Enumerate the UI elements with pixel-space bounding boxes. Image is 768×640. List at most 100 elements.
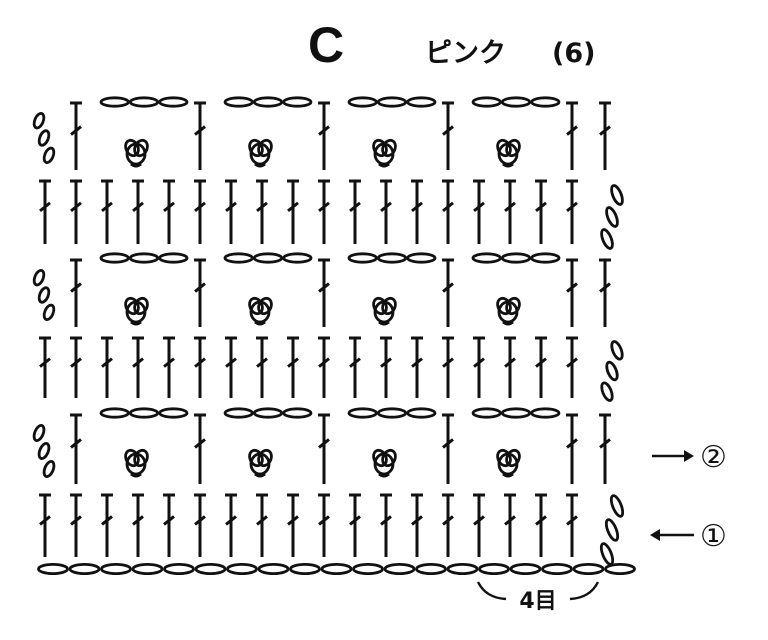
chain-stitch-symbol <box>471 252 561 264</box>
double-crochet-symbol <box>256 179 268 244</box>
chain-stitch-symbol <box>471 407 561 419</box>
double-crochet-symbol <box>287 179 299 244</box>
double-crochet-symbol <box>318 413 330 484</box>
popcorn-stitch-symbol <box>496 138 521 168</box>
chain-stitch-symbol <box>599 494 625 566</box>
double-crochet-symbol <box>132 336 144 398</box>
double-crochet-symbol <box>70 493 82 557</box>
chain-stitch-symbol <box>223 96 313 108</box>
double-crochet-symbol <box>163 493 175 557</box>
double-crochet-symbol <box>318 101 330 170</box>
double-crochet-symbol <box>318 258 330 327</box>
double-crochet-symbol <box>194 101 206 170</box>
row-marker-1: ① <box>650 519 727 554</box>
double-crochet-symbol <box>194 493 206 557</box>
chain-stitch-symbol <box>223 407 313 419</box>
stitch-grid <box>32 96 636 576</box>
double-crochet-symbol <box>535 493 547 557</box>
double-crochet-symbol <box>101 179 113 244</box>
double-crochet-symbol <box>163 179 175 244</box>
double-crochet-symbol <box>411 493 423 557</box>
double-crochet-symbol <box>70 336 82 398</box>
double-crochet-symbol <box>411 179 423 244</box>
row-number-label: ② <box>700 440 727 475</box>
popcorn-stitch-symbol <box>248 448 273 478</box>
double-crochet-symbol <box>70 101 82 170</box>
popcorn-stitch-symbol <box>372 296 397 326</box>
double-crochet-symbol <box>287 493 299 557</box>
double-crochet-symbol <box>101 336 113 398</box>
double-crochet-symbol <box>70 179 82 244</box>
popcorn-stitch-symbol <box>124 448 149 478</box>
double-crochet-symbol <box>380 336 392 398</box>
double-crochet-symbol <box>599 413 611 484</box>
popcorn-stitch-symbol <box>372 138 397 168</box>
chain-stitch-symbol <box>347 407 437 419</box>
double-crochet-symbol <box>380 493 392 557</box>
double-crochet-symbol <box>349 493 361 557</box>
double-crochet-symbol <box>163 336 175 398</box>
double-crochet-symbol <box>442 336 454 398</box>
chain-stitch-symbol <box>223 252 313 264</box>
popcorn-stitch-symbol <box>124 296 149 326</box>
double-crochet-symbol <box>442 101 454 170</box>
foundation-chain <box>37 563 636 576</box>
double-crochet-symbol <box>599 101 611 170</box>
double-crochet-symbol <box>39 179 51 244</box>
row-marker-2: ② <box>652 440 727 475</box>
double-crochet-symbol <box>473 179 485 244</box>
double-crochet-symbol <box>225 336 237 398</box>
double-crochet-symbol <box>39 336 51 398</box>
double-crochet-symbol <box>411 336 423 398</box>
chain-stitch-symbol <box>600 184 624 250</box>
chain-stitch-symbol <box>32 424 56 478</box>
double-crochet-symbol <box>566 336 578 398</box>
chain-stitch-symbol <box>347 252 437 264</box>
chain-stitch-symbol <box>600 340 624 402</box>
double-crochet-symbol <box>194 413 206 484</box>
double-crochet-symbol <box>318 179 330 244</box>
double-crochet-symbol <box>225 179 237 244</box>
popcorn-stitch-symbol <box>496 296 521 326</box>
double-crochet-symbol <box>70 258 82 327</box>
popcorn-stitch-symbol <box>248 296 273 326</box>
double-crochet-symbol <box>566 413 578 484</box>
stitch-count-bracket-right <box>569 581 600 601</box>
double-crochet-symbol <box>566 493 578 557</box>
double-crochet-symbol <box>194 336 206 398</box>
stitch-count-label: 4目 <box>519 589 556 614</box>
double-crochet-symbol <box>101 493 113 557</box>
double-crochet-symbol <box>349 179 361 244</box>
yarn-color-name: ピンク <box>425 38 506 69</box>
chain-stitch-symbol <box>32 111 56 165</box>
double-crochet-symbol <box>194 258 206 327</box>
double-crochet-symbol <box>256 493 268 557</box>
double-crochet-symbol <box>504 336 516 398</box>
popcorn-stitch-symbol <box>124 138 149 168</box>
double-crochet-symbol <box>473 336 485 398</box>
row-number-label: ① <box>700 519 727 554</box>
double-crochet-symbol <box>473 493 485 557</box>
double-crochet-symbol <box>442 493 454 557</box>
pattern-letter: C <box>308 17 344 73</box>
double-crochet-symbol <box>442 413 454 484</box>
stitch-count-bracket-left <box>476 581 507 601</box>
double-crochet-symbol <box>132 179 144 244</box>
arrow-left-icon <box>650 529 694 541</box>
popcorn-stitch-symbol <box>372 448 397 478</box>
double-crochet-symbol <box>442 258 454 327</box>
double-crochet-symbol <box>504 179 516 244</box>
double-crochet-symbol <box>349 336 361 398</box>
double-crochet-symbol <box>318 493 330 557</box>
chain-stitch-symbol <box>99 96 189 108</box>
double-crochet-symbol <box>194 179 206 244</box>
double-crochet-symbol <box>566 179 578 244</box>
chain-stitch-symbol <box>471 96 561 108</box>
double-crochet-symbol <box>599 258 611 327</box>
double-crochet-symbol <box>70 413 82 484</box>
yarn-color-number: (6) <box>552 38 595 69</box>
chain-stitch-symbol <box>32 268 56 322</box>
double-crochet-symbol <box>566 258 578 327</box>
popcorn-stitch-symbol <box>248 138 273 168</box>
